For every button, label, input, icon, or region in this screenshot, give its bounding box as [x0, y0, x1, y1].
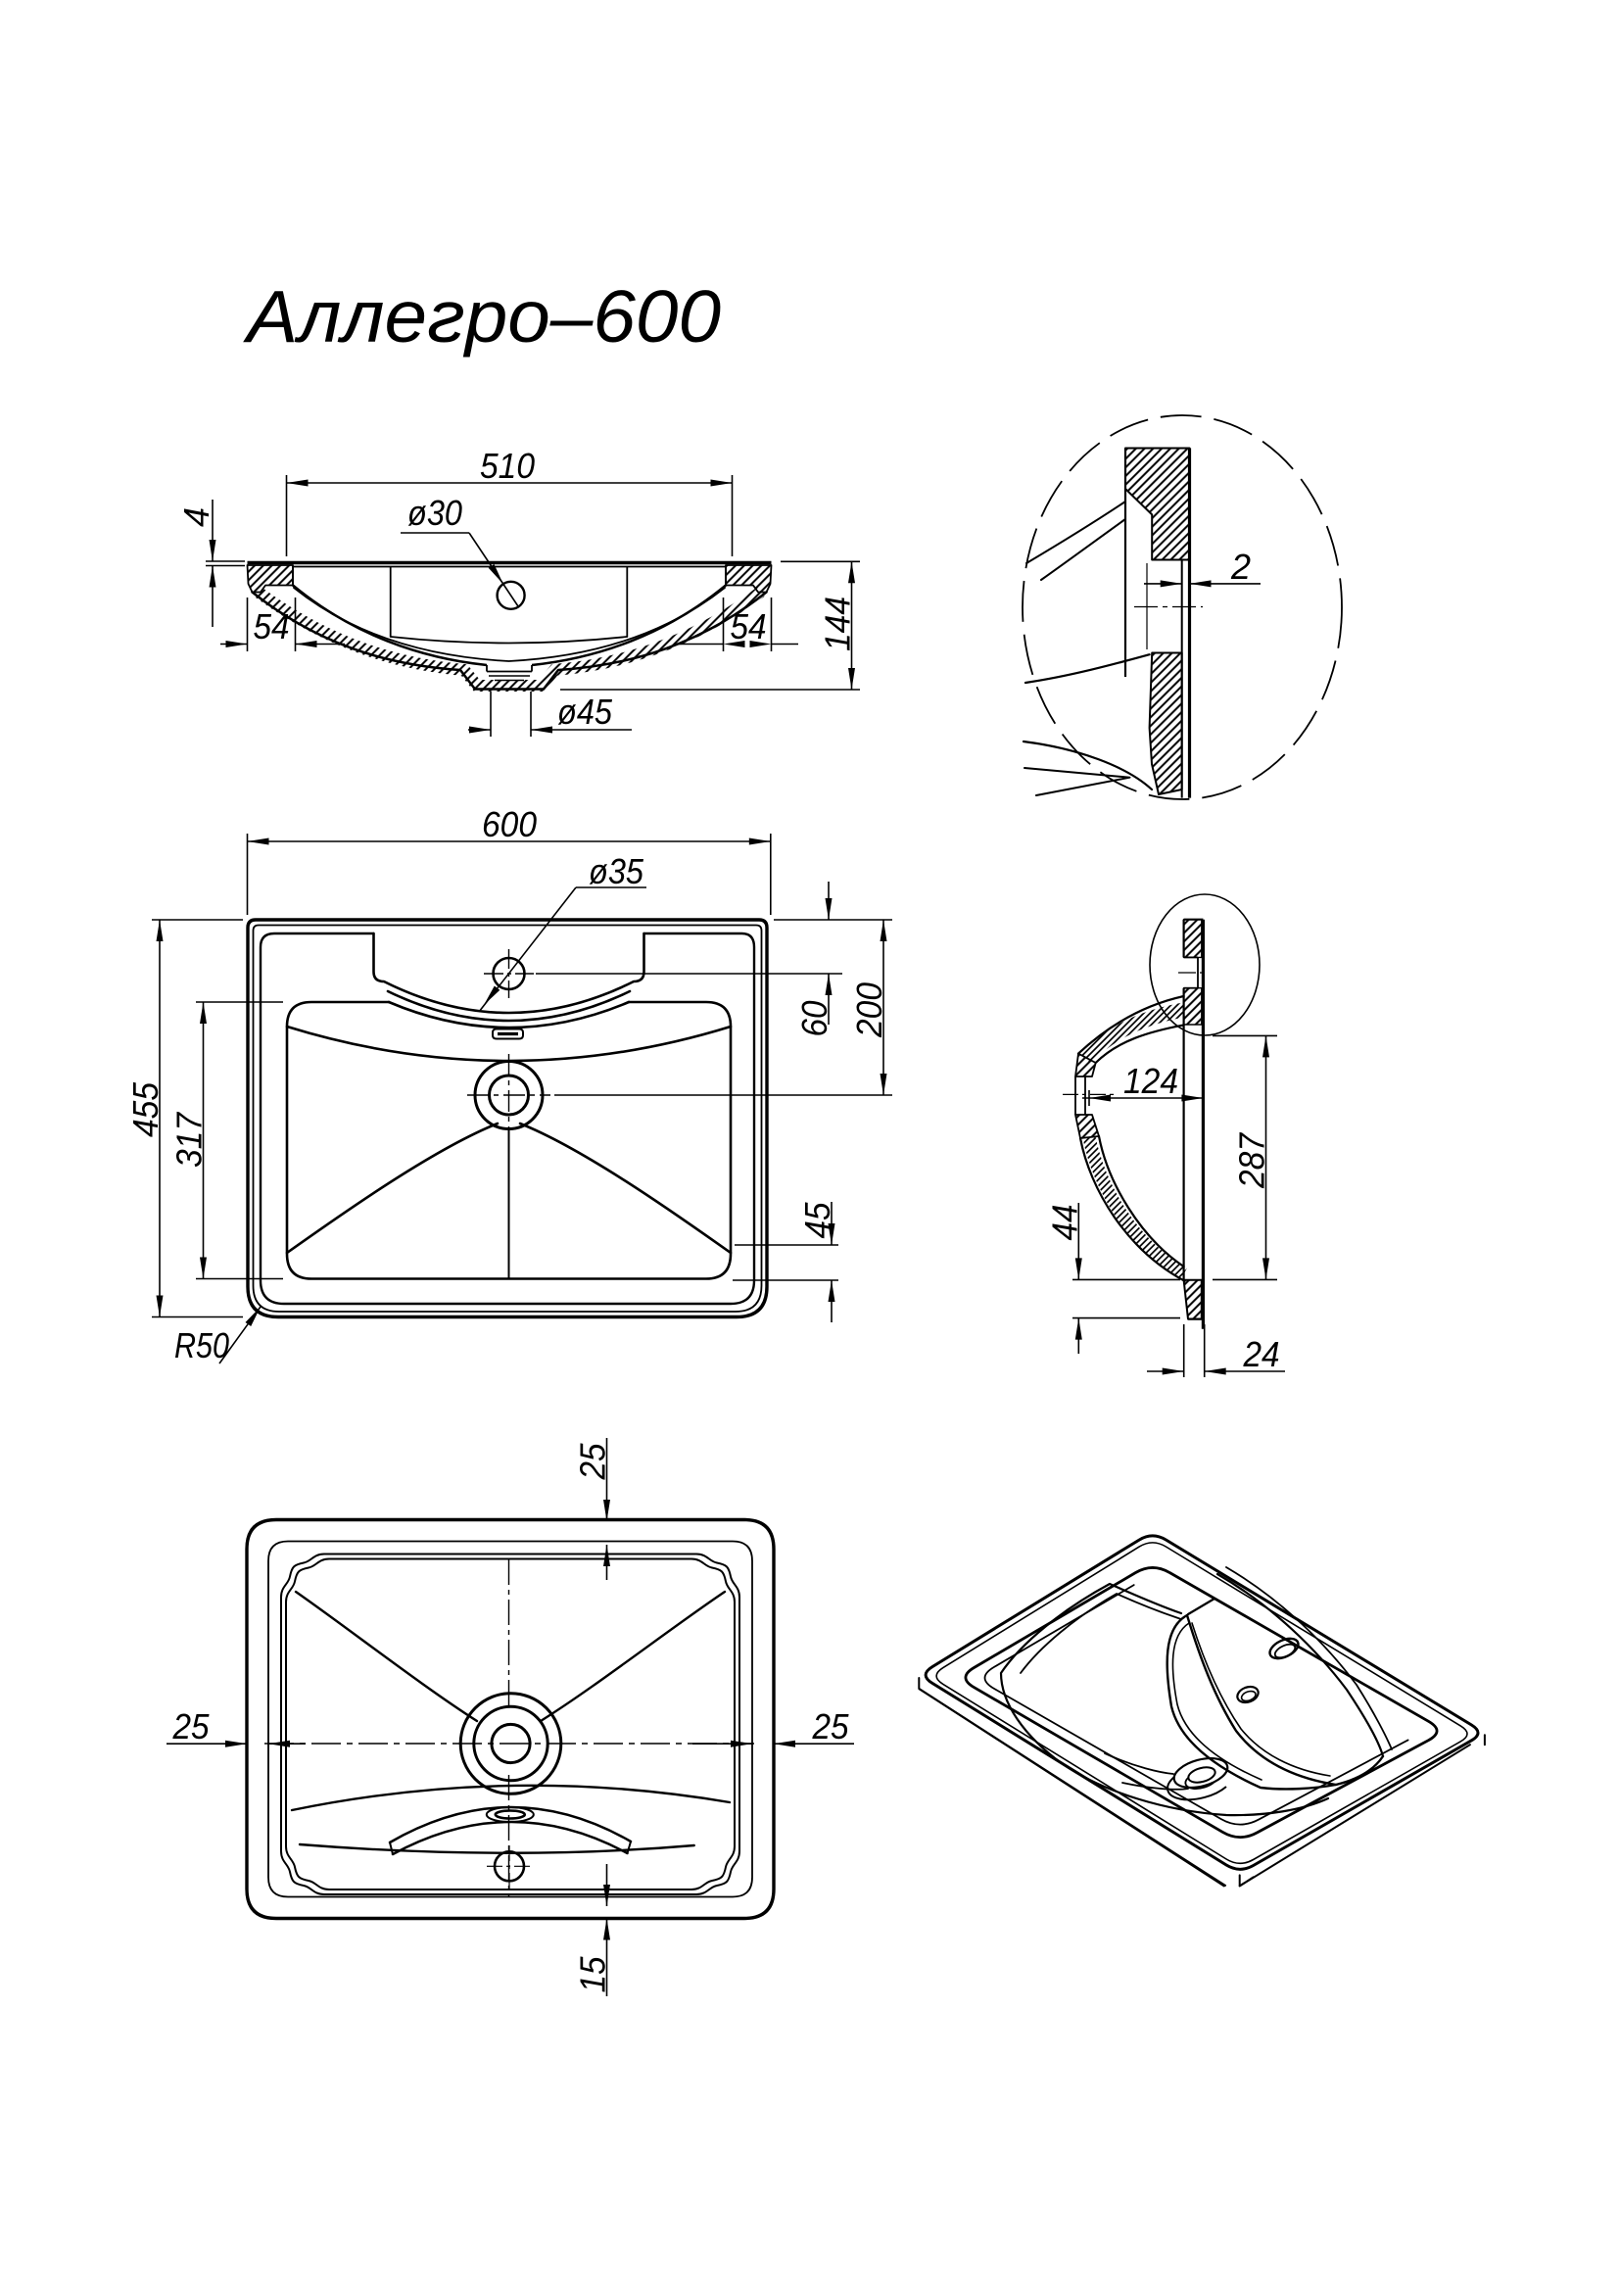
svg-text:600: 600: [482, 804, 537, 844]
svg-text:25: 25: [573, 1443, 613, 1481]
svg-text:R50: R50: [174, 1325, 229, 1365]
svg-text:144: 144: [818, 597, 858, 651]
svg-text:54: 54: [731, 606, 767, 646]
svg-text:287: 287: [1232, 1131, 1272, 1189]
svg-text:45: 45: [797, 1202, 837, 1239]
svg-text:510: 510: [480, 446, 535, 486]
svg-text:25: 25: [812, 1706, 850, 1746]
svg-text:2: 2: [1230, 547, 1251, 587]
svg-text:ø45: ø45: [557, 692, 613, 732]
svg-text:60: 60: [794, 1001, 834, 1037]
svg-text:25: 25: [172, 1706, 211, 1746]
svg-text:317: 317: [169, 1111, 210, 1168]
svg-text:ø35: ø35: [589, 851, 644, 891]
svg-text:44: 44: [1044, 1205, 1084, 1241]
svg-text:ø30: ø30: [407, 493, 462, 533]
svg-text:455: 455: [125, 1081, 166, 1137]
svg-text:54: 54: [254, 606, 290, 646]
svg-text:200: 200: [849, 982, 889, 1038]
svg-text:Аллегро–600: Аллегро–600: [243, 275, 721, 358]
svg-text:4: 4: [176, 507, 216, 527]
svg-text:15: 15: [573, 1956, 613, 1993]
svg-text:24: 24: [1243, 1334, 1280, 1374]
svg-text:124: 124: [1123, 1061, 1178, 1101]
